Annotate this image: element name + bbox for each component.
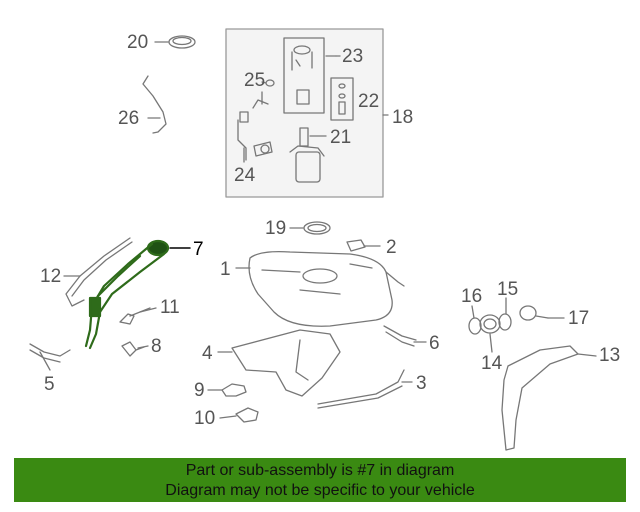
callout-15: 15 [497, 279, 519, 300]
callout-3: 3 [416, 373, 427, 394]
part-26-wire-harness [142, 75, 167, 134]
callout-11: 11 [160, 297, 180, 318]
callout-13: 13 [599, 345, 621, 366]
callout-10: 10 [194, 408, 216, 429]
info-banner: Part or sub-assembly is #7 in diagram Di… [14, 458, 626, 502]
part-4-heat-shield [231, 329, 341, 397]
part-17-fuel-cap [519, 305, 549, 321]
part-1-fuel-tank [248, 250, 405, 327]
part-14-inlet-neck [479, 314, 501, 334]
callout-14: 14 [481, 353, 503, 374]
callout-9: 9 [194, 380, 205, 401]
callout-20: 20 [127, 32, 149, 53]
callout-16: 16 [461, 286, 483, 307]
callout-17: 17 [568, 308, 590, 329]
part-12-vent-hose [65, 237, 133, 307]
part-23-pump-module [283, 37, 337, 114]
part-7-filler-pipe [84, 239, 170, 350]
callout-19: 19 [265, 218, 287, 239]
banner-line-part: Part or sub-assembly is #7 in diagram [185, 462, 455, 479]
part-10-bracket [235, 407, 259, 423]
part-13-splash-shield [501, 345, 579, 451]
part-24-sender-gauge [237, 99, 273, 161]
callout-8: 8 [151, 336, 162, 357]
callout-18: 18 [392, 107, 414, 128]
callout-23: 23 [342, 46, 364, 67]
part-5-hose [29, 343, 71, 363]
callout-22: 22 [358, 91, 380, 112]
callout-5: 5 [44, 374, 55, 395]
leader-lines [39, 55, 597, 419]
callout-7-highlighted: 7 [193, 239, 204, 260]
callout-4: 4 [202, 343, 213, 364]
callout-12: 12 [40, 266, 62, 287]
callout-2: 2 [386, 237, 397, 258]
callout-6: 6 [429, 333, 440, 354]
part-16-clamp [468, 317, 482, 335]
callout-21: 21 [330, 127, 352, 148]
part-21-fuel-pump [289, 127, 325, 183]
callout-1: 1 [220, 259, 231, 280]
part-20-seal-ring [154, 35, 196, 49]
part-15-clamp [498, 313, 512, 331]
callout-24: 24 [234, 165, 256, 186]
callout-26: 26 [118, 108, 140, 129]
part-8-bracket [121, 341, 145, 357]
banner-line-disclaimer: Diagram may not be specific to your vehi… [165, 482, 475, 499]
part-3-strap [317, 369, 405, 409]
part-6-hose [383, 325, 417, 347]
part-9-clip [221, 383, 247, 397]
callout-25: 25 [244, 70, 266, 91]
part-19-gasket [303, 221, 331, 235]
part-22-filter [330, 77, 354, 121]
part-2-clip [346, 239, 366, 252]
